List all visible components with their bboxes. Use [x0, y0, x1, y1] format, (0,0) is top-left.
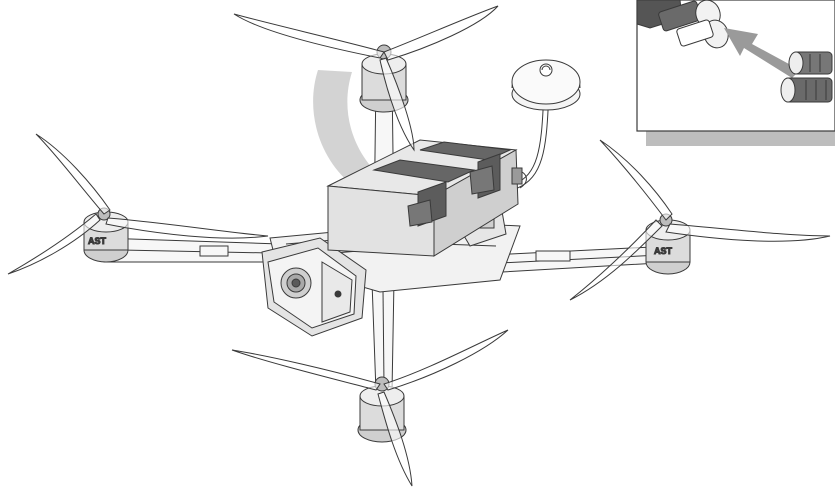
propeller-left [7, 133, 269, 275]
connector-socket [636, 0, 729, 49]
battery-pack [326, 139, 527, 257]
connector-inset [636, 0, 835, 146]
camera-cage [261, 237, 367, 337]
propeller-top [233, 5, 499, 152]
connect-arrow-icon [724, 28, 800, 78]
motor-brand-label: AST [88, 236, 107, 246]
motor-left: AST [83, 207, 129, 263]
battery-strap [419, 141, 512, 161]
propellers [7, 5, 831, 487]
gps-module [511, 59, 581, 189]
connector-plug [780, 51, 833, 103]
motor-brand-label: AST [654, 246, 673, 256]
propeller-right [569, 139, 831, 301]
ghost-strap-shadow [313, 70, 380, 188]
battery-strap [372, 159, 476, 183]
propeller-bottom [231, 329, 509, 487]
